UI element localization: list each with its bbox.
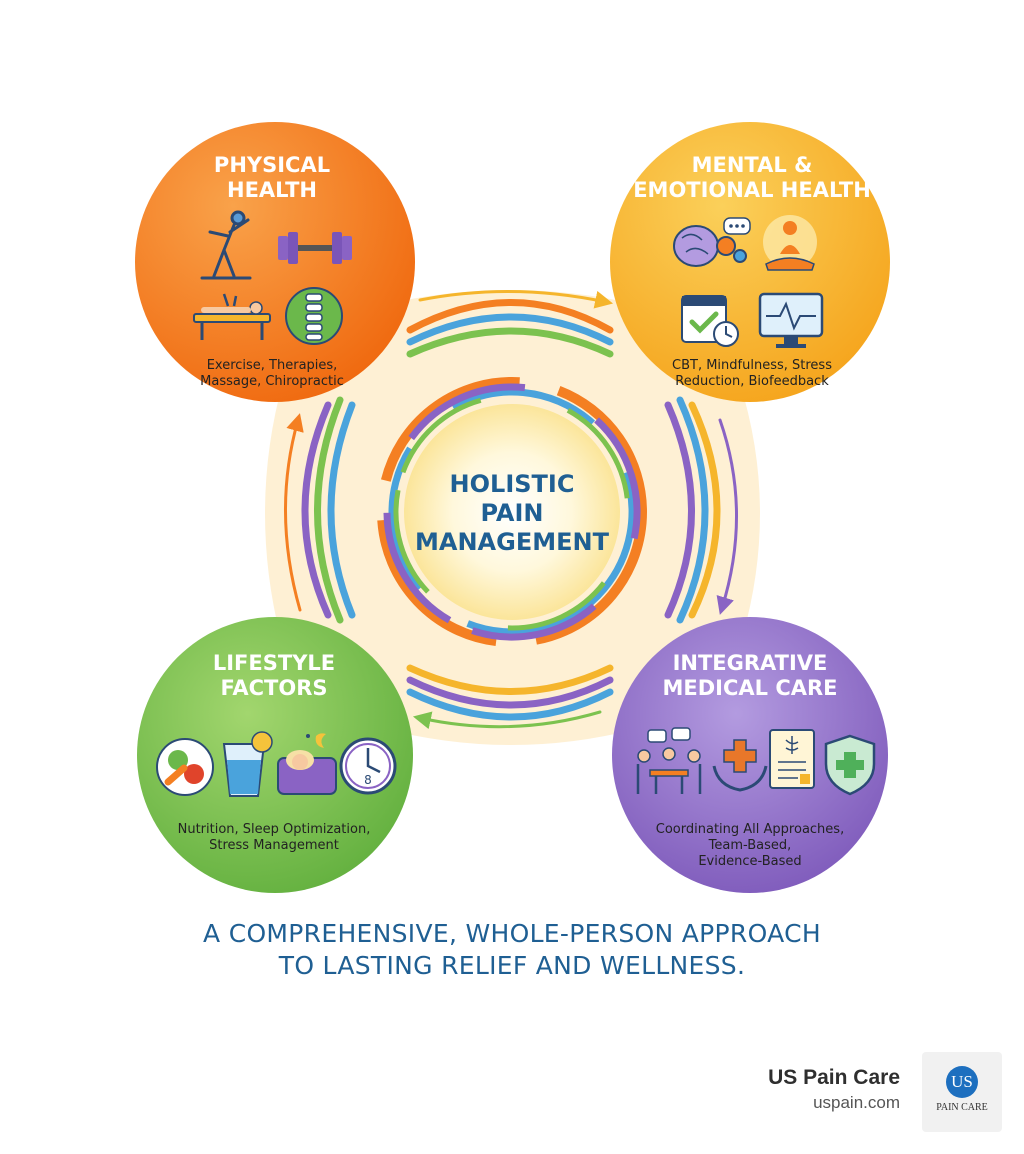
mental-title-line-2: EMOTIONAL HEALTH: [633, 178, 871, 202]
physical-caption-line-2: Massage, Chiropractic: [200, 374, 344, 389]
lifestyle-caption-line-2: Stress Management: [209, 838, 339, 853]
node-lifestyle-factors: LIFESTYLE FACTORS 8 Nutrition, Sleep Opt…: [156, 651, 397, 853]
node-physical-health: PHYSICAL HEALTH Exe: [193, 153, 352, 389]
massage-table-icon: [193, 293, 271, 340]
water-glass-icon: [222, 731, 273, 797]
brand-name: US Pain Care: [768, 1066, 900, 1089]
lifestyle-caption-line-1: Nutrition, Sleep Optimization,: [178, 822, 371, 837]
brand-block: US Pain Care uspain.com: [768, 1066, 900, 1113]
physical-health-circle: [135, 122, 415, 402]
logo-text: PAIN CARE: [936, 1102, 988, 1113]
mental-caption-line-2: Reduction, Biofeedback: [675, 374, 829, 389]
integrative-caption-line-3: Evidence-Based: [698, 854, 801, 869]
stretching-person-icon: [200, 210, 252, 280]
svg-text:8: 8: [364, 773, 372, 787]
lifestyle-title-line-2: FACTORS: [220, 676, 327, 700]
center-title-line-1: HOLISTIC: [450, 470, 575, 498]
node-mental-health: MENTAL & EMOTIONAL HEALTH: [633, 153, 871, 389]
connector-bands: [284, 290, 738, 730]
tagline: A COMPREHENSIVE, WHOLE-PERSON APPROACH T…: [112, 918, 912, 982]
brand-url[interactable]: uspain.com: [813, 1093, 900, 1112]
mental-caption-line-1: CBT, Mindfulness, Stress: [672, 358, 832, 373]
health-shield-icon: [824, 734, 876, 796]
brand-logo: US PAIN CARE: [922, 1052, 1002, 1132]
integrative-caption-line-1: Coordinating All Approaches,: [656, 822, 844, 837]
medical-document-icon: [769, 729, 815, 789]
clock-icon: 8: [339, 737, 397, 795]
sleeping-person-icon: [277, 733, 337, 795]
center-hub: HOLISTIC PAIN MANAGEMENT: [377, 377, 647, 647]
integrative-caption-line-2: Team-Based,: [708, 838, 792, 853]
mental-title-line-1: MENTAL &: [692, 153, 813, 177]
tagline-line-2: TO LASTING RELIEF AND WELLNESS.: [278, 951, 746, 980]
center-title-line-3: MANAGEMENT: [415, 528, 610, 556]
physical-title-line-1: PHYSICAL: [214, 153, 330, 177]
brain-gears-icon: [673, 217, 751, 267]
healthy-food-plate-icon: [156, 738, 214, 796]
physical-caption-line-1: Exercise, Therapies,: [207, 358, 338, 373]
team-meeting-icon: [636, 727, 702, 794]
lifestyle-title-line-1: LIFESTYLE: [213, 651, 335, 675]
physical-title-line-2: HEALTH: [227, 178, 317, 202]
meditation-icon: [763, 215, 817, 271]
lifestyle-factors-circle: [137, 617, 413, 893]
integrative-title-line-2: MEDICAL CARE: [662, 676, 837, 700]
node-integrative-care: INTEGRATIVE MEDICAL CARE Coordinating Al…: [636, 651, 876, 869]
calendar-check-icon: [681, 295, 739, 347]
heart-monitor-icon: [758, 292, 824, 348]
caring-hands-icon: [712, 739, 768, 792]
spine-icon: [285, 287, 343, 345]
tagline-line-1: A COMPREHENSIVE, WHOLE-PERSON APPROACH: [203, 919, 821, 948]
center-title-line-2: PAIN: [481, 499, 544, 527]
dumbbell-icon: [278, 232, 352, 264]
integrative-title-line-1: INTEGRATIVE: [673, 651, 828, 675]
logo-globe-icon: US: [946, 1066, 978, 1098]
